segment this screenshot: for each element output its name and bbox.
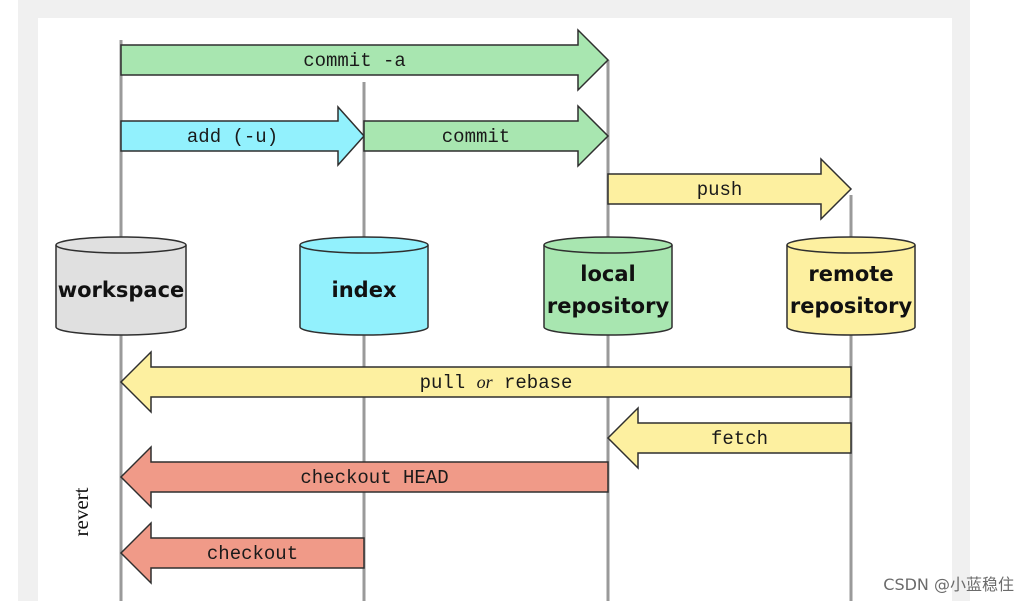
arrow-checkout: checkout	[119, 521, 365, 585]
arrow-commit-label: commit	[442, 126, 510, 148]
revert-label: revert	[69, 487, 93, 536]
arrow-fetch-shape	[606, 406, 852, 470]
store-local-top	[543, 236, 673, 254]
watermark: CSDN @小蓝稳住	[883, 575, 1014, 594]
arrow-commit-shape	[363, 104, 610, 168]
arrow-add-shape	[120, 105, 366, 167]
arrow-pull-shape	[119, 350, 852, 414]
arrow-push: push	[607, 157, 853, 221]
arrow-checkout-head: checkout HEAD	[119, 445, 609, 509]
store-index: index	[299, 236, 429, 336]
arrow-checkout-head-label: checkout HEAD	[300, 467, 448, 489]
arrow-push-shape	[607, 157, 853, 221]
store-remote-label: repository	[790, 294, 913, 318]
store-index-top	[299, 236, 429, 254]
store-workspace-body	[55, 245, 187, 336]
arrow-fetch-label: fetch	[711, 428, 768, 450]
arrow-commit-a: commit -a	[120, 28, 610, 92]
arrow-checkout-shape	[119, 521, 365, 585]
store-remote-body	[786, 245, 916, 336]
arrow-commit-a-shape	[120, 28, 610, 92]
store-local-label: local	[580, 262, 635, 286]
store-workspace-label: workspace	[58, 278, 185, 302]
arrow-add-label: add (-u)	[187, 126, 278, 148]
store-remote-label: remote	[808, 262, 893, 286]
arrow-commit: commit	[363, 104, 610, 168]
arrow-pull: pull or rebase	[119, 350, 852, 414]
store-remote-top	[786, 236, 916, 254]
arrow-pull-label: pull or rebase	[420, 372, 573, 394]
store-local-label: repository	[547, 294, 670, 318]
arrow-checkout-label: checkout	[207, 543, 298, 565]
arrow-checkout-head-shape	[119, 445, 609, 509]
store-index-body	[299, 245, 429, 336]
arrow-fetch: fetch	[606, 406, 852, 470]
store-workspace: workspace	[55, 236, 187, 336]
store-workspace-top	[55, 236, 187, 254]
arrow-commit-a-label: commit -a	[303, 50, 406, 72]
store-remote: remote repository	[786, 236, 916, 336]
arrow-push-label: push	[697, 179, 743, 201]
store-index-label: index	[332, 278, 397, 302]
arrow-add: add (-u)	[120, 105, 366, 167]
store-local: local repository	[543, 236, 673, 336]
store-local-body	[543, 245, 673, 336]
